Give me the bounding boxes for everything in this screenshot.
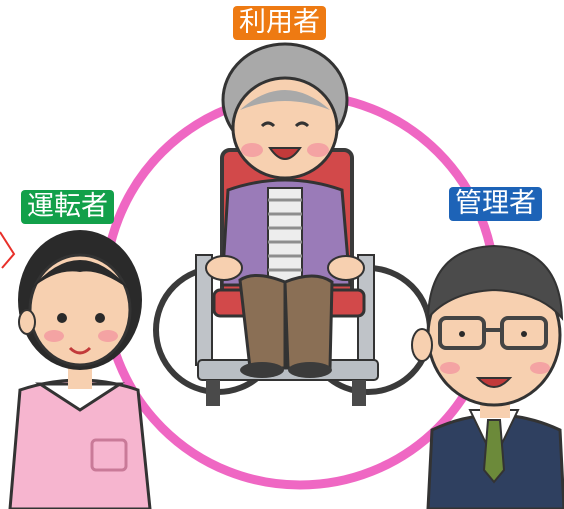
user-label: 利用者: [233, 6, 326, 40]
elderly-woman-wheelchair-illustration: [153, 42, 433, 406]
manager-man-illustration: [411, 244, 564, 509]
admin-label: 管理者: [449, 187, 542, 221]
caregiver-woman-illustration: [8, 230, 152, 509]
red-arrow-outline: [0, 231, 16, 269]
driver-label: 運転者: [21, 190, 114, 224]
